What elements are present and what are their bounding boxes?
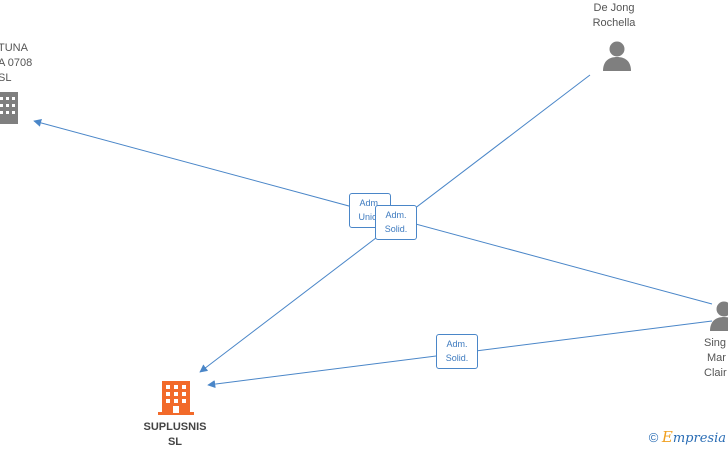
empresia-watermark: © Empresia	[649, 428, 726, 446]
label-line: Rochella	[592, 17, 636, 29]
person-name-label-singer[interactable]: Sing Mar Clair	[704, 336, 727, 381]
label-line: De Jong	[593, 2, 635, 14]
brand-logo-letter: E	[661, 428, 673, 446]
label-line: Adm.	[446, 339, 468, 349]
edge-label-adm-solid[interactable]: Adm. Solid.	[375, 205, 417, 240]
label-line: Unico	[358, 212, 382, 222]
label-line: Clair	[704, 367, 727, 379]
label-line: Mar	[707, 352, 726, 364]
label-line: TUNA	[0, 42, 28, 54]
copyright-symbol: ©	[648, 430, 659, 445]
person-icon	[603, 41, 631, 71]
building-icon	[158, 381, 194, 415]
company-name-label[interactable]: TUNA A 0708 SL	[0, 41, 32, 86]
brand-logo-text: mpresia	[672, 431, 726, 446]
person-icon	[710, 301, 728, 331]
label-line: Adm.	[385, 210, 407, 220]
label-line: Solid.	[445, 353, 469, 363]
label-line: Sing	[704, 337, 727, 349]
edge-label-adm-solid[interactable]: Adm. Solid.	[436, 334, 478, 369]
person-name-label-de-jong[interactable]: De Jong Rochella	[578, 1, 650, 31]
label-line: SUPLUSNIS	[143, 421, 207, 433]
label-line: SL	[0, 72, 12, 84]
label-line: Solid.	[384, 224, 408, 234]
building-icon	[0, 92, 18, 124]
company-name-label-suplusnis[interactable]: SUPLUSNIS SL	[136, 420, 214, 450]
label-line: Adm.	[359, 198, 381, 208]
label-line: SL	[167, 436, 183, 448]
label-line: A 0708	[0, 57, 33, 69]
